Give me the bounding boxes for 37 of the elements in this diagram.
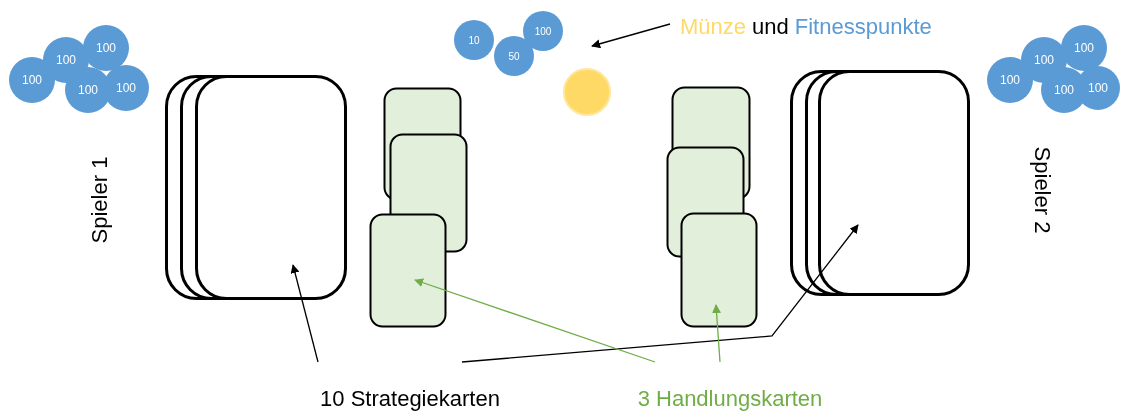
legend-text: Münze (680, 16, 747, 38)
caption-text: 10 Strategiekarten (320, 388, 500, 413)
token-value: 100 (116, 80, 136, 97)
arrow (290, 264, 319, 363)
coin (563, 68, 611, 116)
action-card-stack-drawing (666, 86, 758, 328)
point-token (494, 36, 534, 76)
legend-text: Fitnesspunkte (794, 16, 932, 38)
caption-text: 3 Handlungskarten (637, 388, 823, 413)
point-token (83, 25, 129, 71)
token-value: 100 (22, 72, 42, 89)
legend-text: und (752, 16, 789, 38)
player-label: Spieler 1 (87, 155, 113, 246)
token-value: 100 (56, 52, 76, 69)
token-value: 100 (1034, 52, 1054, 69)
point-token (1061, 25, 1107, 71)
strategy-card-stack-drawing (790, 70, 970, 296)
token-value: 100 (96, 40, 116, 57)
point-token (9, 57, 55, 103)
arrow (591, 23, 671, 49)
arrow (414, 278, 656, 363)
strategy-card-stack-drawing (165, 75, 347, 300)
token-value: 100 (1074, 40, 1094, 57)
token-value: 100 (1054, 82, 1074, 99)
action-card-stack-drawing (369, 87, 468, 328)
arrow (461, 224, 859, 363)
point-token (523, 11, 563, 51)
token-value: 100 (78, 82, 98, 99)
point-token (454, 20, 494, 60)
token-value: 100 (534, 24, 552, 39)
token-value: 100 (1088, 80, 1108, 97)
token-value: 100 (1000, 72, 1020, 89)
player-label: Spieler 2 (1029, 145, 1055, 236)
token-value: 50 (508, 49, 520, 64)
arrow (712, 304, 722, 363)
token-value: 10 (468, 33, 480, 48)
point-token (987, 57, 1033, 103)
